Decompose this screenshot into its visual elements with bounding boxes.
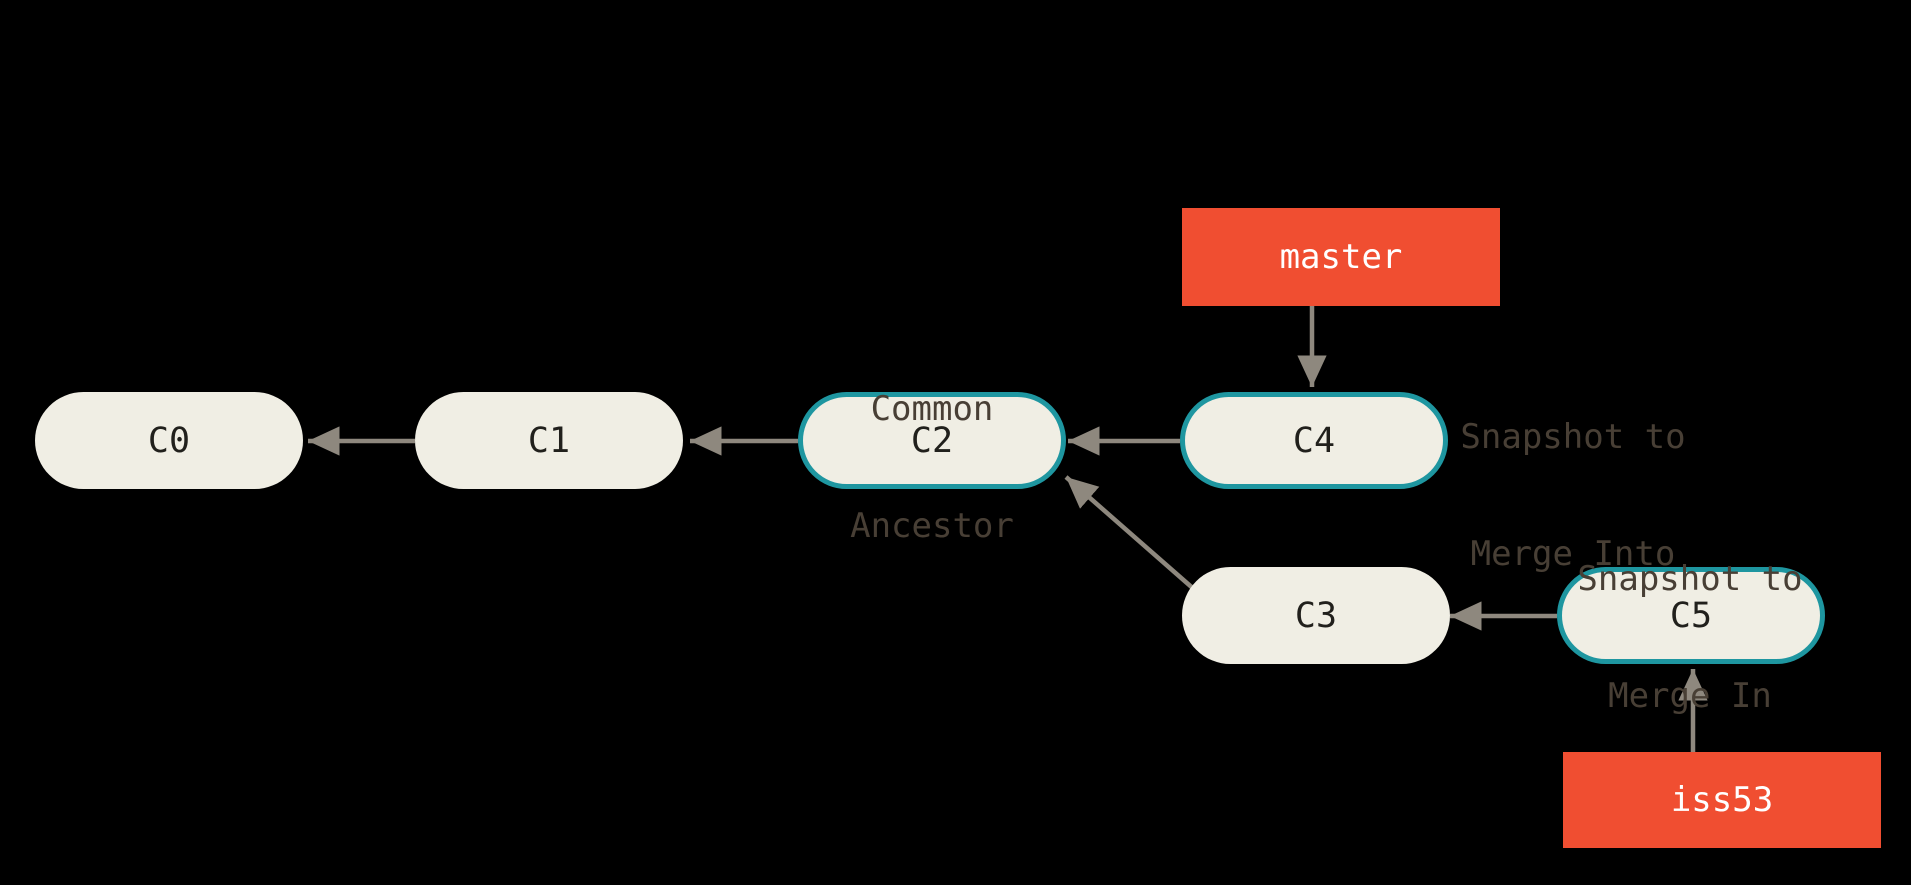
commit-node-c4: C4 — [1180, 392, 1448, 489]
commit-label: C5 — [1669, 595, 1713, 636]
annotation-snapshot-to-merge-in: Snapshot to Merge In — [1577, 482, 1802, 794]
annotation-line: Merge In — [1608, 676, 1772, 716]
annotation-line: Ancestor — [850, 506, 1014, 546]
annotation-snapshot-to-merge-into: Snapshot to Merge Into — [1460, 340, 1685, 652]
branch-name: iss53 — [1670, 780, 1774, 820]
annotation-common-ancestor: Common Ancestor — [850, 312, 1014, 624]
commit-node-c3: C3 — [1182, 567, 1450, 664]
branch-label-iss53: iss53 — [1563, 752, 1881, 848]
commit-label: C0 — [147, 420, 191, 461]
commit-label: C3 — [1294, 595, 1338, 636]
annotation-line: Merge Into — [1470, 534, 1676, 574]
commit-label: C2 — [910, 420, 954, 461]
commit-label: C1 — [527, 420, 571, 461]
commit-node-c5: C5 — [1557, 567, 1825, 664]
branch-label-master: master — [1182, 208, 1500, 306]
annotation-line: Snapshot to — [1460, 417, 1686, 457]
commit-node-c2: C2 — [798, 392, 1066, 489]
annotation-line: Common — [870, 389, 994, 429]
commit-label: C4 — [1292, 420, 1336, 461]
annotation-line: Snapshot to — [1577, 559, 1803, 599]
commit-node-c1: C1 — [415, 392, 683, 489]
commit-node-c0: C0 — [35, 392, 303, 489]
branch-name: master — [1279, 237, 1403, 277]
